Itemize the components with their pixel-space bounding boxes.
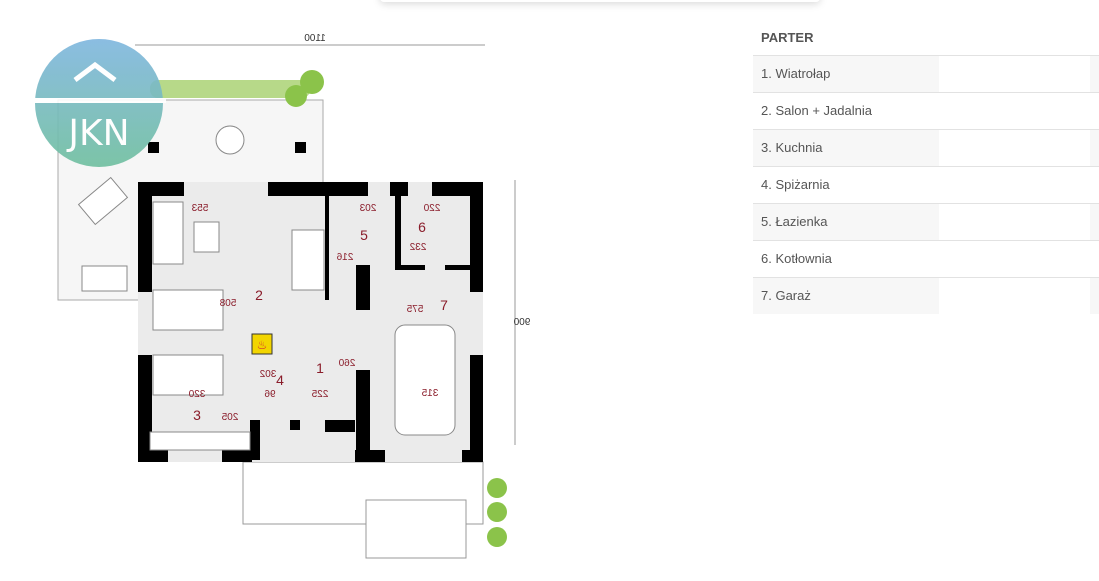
dimension-label: 260 [338, 358, 355, 369]
table-row: 7. Garaż [753, 277, 1099, 314]
table-row: 2. Salon + Jadalnia [753, 92, 1099, 129]
floor-title: PARTER [761, 30, 814, 45]
table-row: 1. Wiatrołap [753, 55, 1099, 92]
room-label: 4. Spiżarnia [761, 177, 830, 192]
dimension-label: 553 [191, 203, 208, 214]
room-number: 7 [440, 297, 448, 313]
sunbed-icon [77, 176, 129, 226]
room-list-panel: PARTER 1. Wiatrołap 2. Salon + Jadalnia … [753, 22, 1099, 314]
dimension-label: 575 [406, 304, 423, 315]
fire-icon: ♨ [257, 338, 268, 352]
jkn-logo: JKN [32, 39, 166, 167]
room-number: 5 [360, 227, 368, 243]
hedge-plants [150, 70, 507, 547]
pillar [295, 142, 306, 153]
walls [138, 182, 483, 462]
dimension-label: 203 [359, 203, 376, 214]
room-label: 1. Wiatrołap [753, 56, 939, 92]
floor-plan: ♨ 1100 553 203 220 216 232 575 508 320 9… [32, 33, 531, 559]
sunbed-icon [81, 265, 128, 292]
dimension-label: 232 [409, 242, 426, 253]
table-row: 5. Łazienka [753, 203, 1099, 240]
top-shadow-bar [380, 0, 820, 2]
dimension-label: 96 [264, 389, 276, 400]
dimension-label: 320 [188, 389, 205, 400]
dimension-label: 225 [311, 389, 328, 400]
furniture [149, 201, 456, 451]
room-number: 1 [316, 360, 324, 376]
room-label: 6. Kotłownia [761, 251, 832, 266]
table-row: 3. Kuchnia [753, 129, 1099, 166]
room-number: 2 [255, 287, 263, 303]
dimension-label: 216 [336, 252, 353, 263]
room-number: 3 [193, 407, 201, 423]
room-number: 4 [276, 372, 284, 388]
dimension-label: 205 [221, 412, 238, 423]
pillar [148, 142, 159, 153]
fireplace-icon [251, 333, 273, 355]
dimension-label: 508 [219, 298, 236, 309]
logo-text: JKN [66, 113, 129, 154]
room-label: 3. Kuchnia [753, 130, 939, 166]
room-label: 2. Salon + Jadalnia [761, 103, 872, 118]
dimension-depth-label: 900 [513, 317, 530, 328]
table-row: 4. Spiżarnia [753, 166, 1099, 203]
room-number: 6 [418, 219, 426, 235]
dimension-label: 315 [421, 388, 438, 399]
dimension-label: 220 [423, 203, 440, 214]
dimension-label: 302 [259, 369, 276, 380]
room-label: 5. Łazienka [753, 204, 939, 240]
garden-table-icon [215, 125, 245, 155]
entrance-path [365, 499, 467, 559]
table-row: 6. Kotłownia [753, 240, 1099, 277]
room-label: 7. Garaż [753, 278, 939, 314]
dimension-width-label: 1100 [304, 33, 326, 44]
